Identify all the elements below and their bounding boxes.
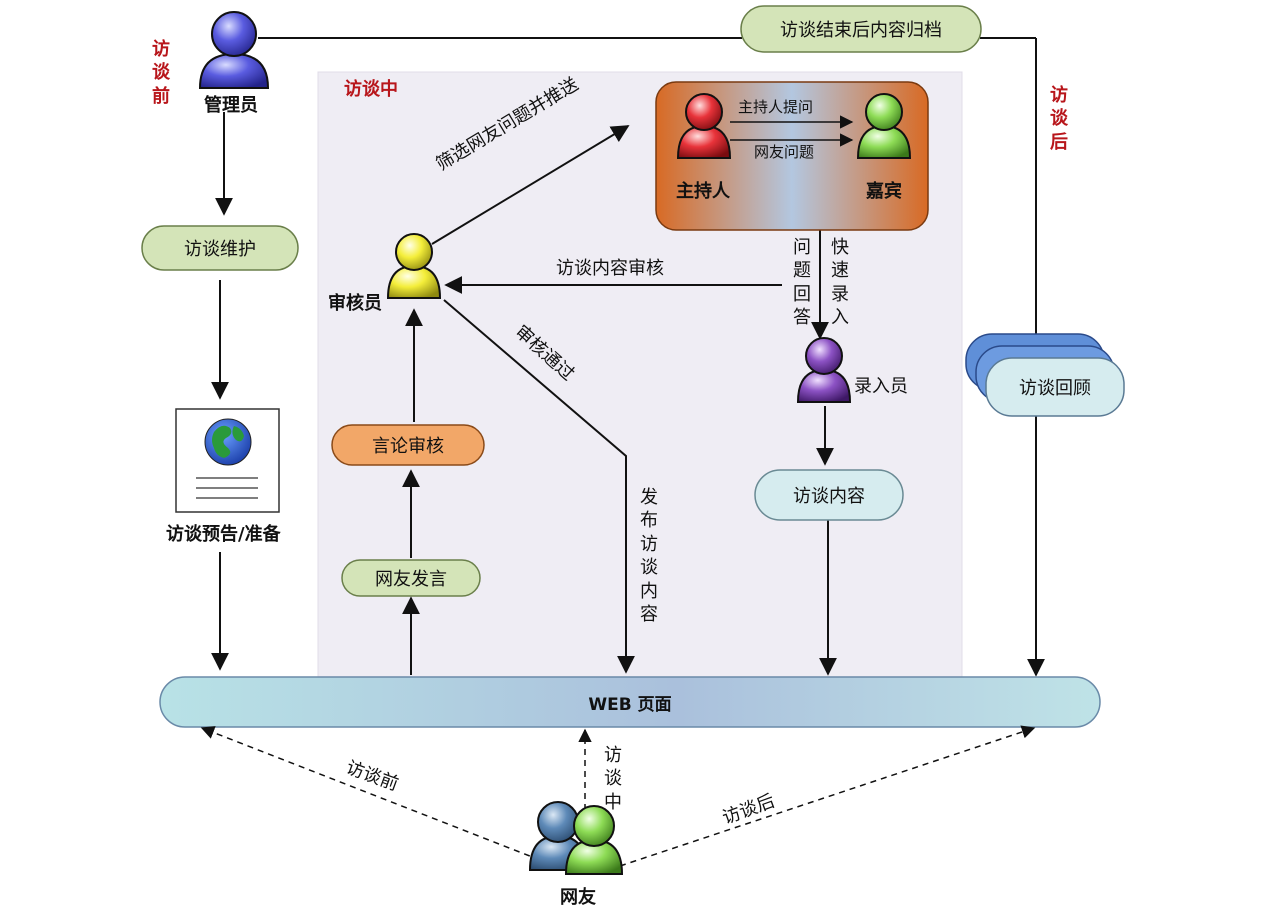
admin-label: 管理员 (204, 95, 258, 116)
preview-document (175, 408, 280, 513)
web-page-node: WEB 页面 (588, 694, 672, 715)
edge-during: 访谈中 (604, 745, 622, 813)
edge-publish: 发布访谈内容 (640, 487, 658, 625)
edge-host-ask: 主持人提问 (738, 98, 814, 116)
netizen-post-node: 网友发言 (375, 569, 447, 590)
preview-label: 访谈预告/准备 (166, 524, 281, 545)
phase-during-label: 访谈中 (344, 79, 398, 100)
arrow-filter-push (431, 125, 630, 245)
edge-netizen-q: 网友问题 (754, 143, 815, 161)
pill-content-shape (754, 469, 904, 521)
review-back-node: 访谈回顾 (1019, 378, 1091, 399)
reviewer-label: 审核员 (328, 293, 382, 314)
admin-person-icon (198, 11, 270, 89)
edge-content-review: 访谈内容审核 (556, 258, 664, 279)
pill-netizen-post-shape (341, 559, 481, 597)
guest-person-icon (856, 93, 912, 159)
phase-before-label: 访谈前 (152, 39, 170, 107)
dash-before (200, 726, 541, 861)
reviewer-person-icon (386, 233, 442, 299)
edge-quick-input: 快速录入 (831, 237, 849, 329)
recorder-label: 录入员 (854, 376, 908, 397)
dash-after (619, 725, 1036, 867)
host-person-icon (676, 93, 732, 159)
host-label: 主持人 (676, 181, 730, 202)
netizen-label: 网友 (560, 887, 596, 908)
globe-icon (204, 418, 252, 466)
arrow-approved (443, 299, 635, 674)
guest-label: 嘉宾 (866, 181, 902, 202)
pill-maintain-shape (141, 225, 299, 271)
edge-answer: 问题回答 (793, 237, 811, 329)
speech-review-node: 言论审核 (372, 436, 444, 457)
maintain-node: 访谈维护 (184, 239, 256, 260)
phase-after-label: 访谈后 (1050, 85, 1068, 153)
review-stack (965, 333, 1125, 417)
archive-node: 访谈结束后内容归档 (780, 20, 942, 41)
recorder-person-icon (796, 337, 852, 403)
host-panel (655, 81, 929, 231)
content-node: 访谈内容 (793, 486, 865, 507)
netizen-person-icon (528, 801, 624, 875)
web-band (159, 676, 1101, 728)
pill-archive-shape (740, 5, 982, 53)
pill-speech-review-shape (331, 424, 485, 466)
